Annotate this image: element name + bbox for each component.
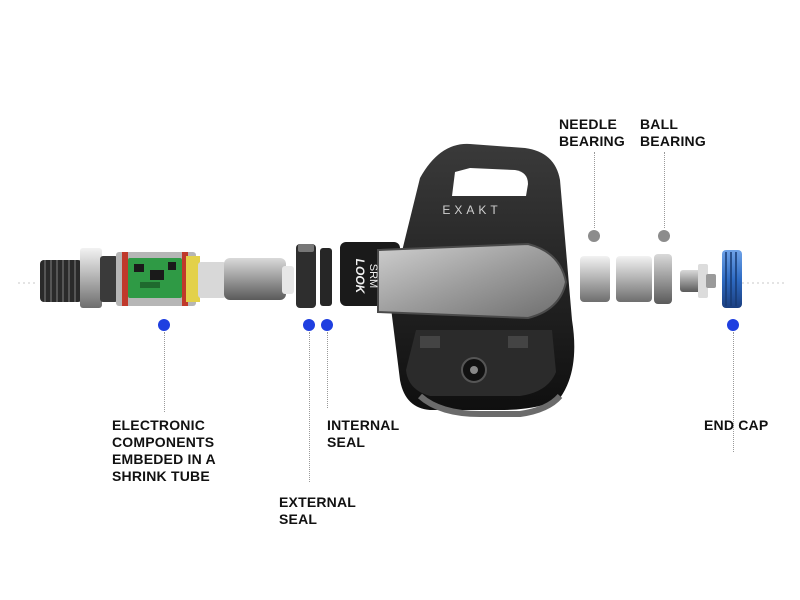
ball-bearing-label-line-2: BEARING [640, 133, 706, 149]
end-cap-label-line-1: END CAP [704, 417, 769, 433]
external-seal-label-line-1: EXTERNAL [279, 494, 357, 510]
end-cap-marker [727, 319, 739, 331]
needle-bearing-label: NEEDLE BEARING [559, 116, 625, 150]
look-mark: LOOK [353, 259, 367, 295]
ball-bearing-leader-line [664, 152, 665, 228]
axle-nut-part [680, 264, 716, 298]
internal-seal-label-line-1: INTERNAL [327, 417, 400, 433]
ball-bearing-label-line-1: BALL [640, 116, 679, 132]
internal-seal-leader-line [327, 332, 328, 408]
internal-seal-marker [321, 319, 333, 331]
end-cap-leader-line [733, 332, 734, 452]
electronic-label-line-4: SHRINK TUBE [112, 468, 210, 484]
needle-bearing-part [580, 256, 610, 302]
external-seal-marker [303, 319, 315, 331]
needle-bearing-label-line-2: BEARING [559, 133, 625, 149]
end-cap-label: END CAP [704, 417, 768, 434]
needle-bearing-leader-line [594, 152, 595, 228]
ball-bearing-marker [658, 230, 670, 242]
electronic-marker [158, 319, 170, 331]
spindle-thread [40, 248, 118, 308]
electronic-components [116, 252, 294, 306]
external-seal-leader-line [309, 332, 310, 482]
electronic-label-line-2: COMPONENTS [112, 434, 215, 450]
internal-seal-label-line-2: SEAL [327, 434, 366, 450]
electronic-components-label: ELECTRONIC COMPONENTS EMBEDED IN A SHRIN… [112, 417, 216, 485]
end-cap-part [722, 250, 742, 308]
exakt-mark: EXAKT [442, 203, 501, 217]
ball-bearing-part [616, 254, 672, 304]
ball-bearing-label: BALL BEARING [640, 116, 706, 150]
needle-bearing-marker [588, 230, 600, 242]
internal-seal-part [320, 248, 332, 306]
electronic-label-line-3: EMBEDED IN A [112, 451, 216, 467]
external-seal-part [296, 244, 316, 308]
electronic-label-line-1: ELECTRONIC [112, 417, 205, 433]
electronic-leader-line [164, 332, 165, 412]
external-seal-label-line-2: SEAL [279, 511, 318, 527]
internal-seal-label: INTERNAL SEAL [327, 417, 399, 451]
external-seal-label: EXTERNAL SEAL [279, 494, 356, 528]
needle-bearing-label-line-1: NEEDLE [559, 116, 617, 132]
pedal-body [340, 143, 575, 417]
srm-mark: SRM [367, 264, 379, 288]
